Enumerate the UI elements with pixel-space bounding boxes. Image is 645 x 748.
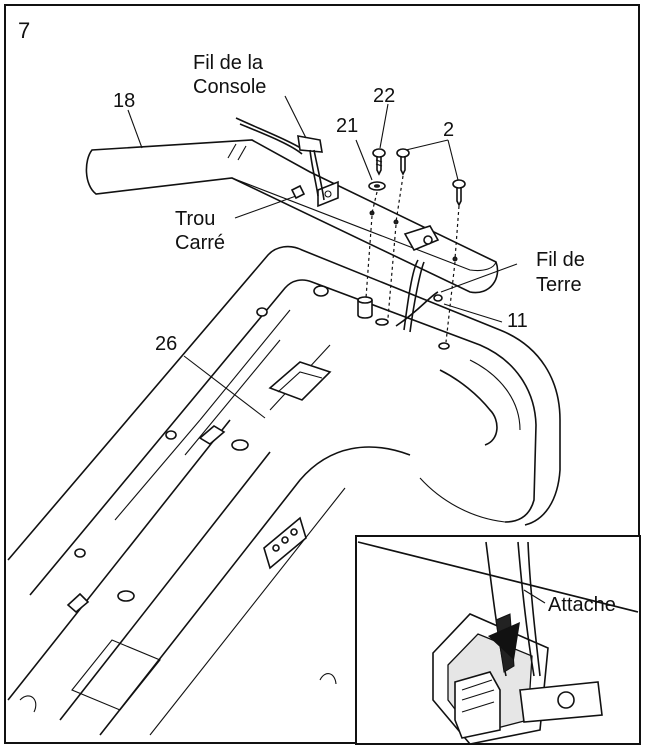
label-ground-wire-2: Terre	[536, 274, 582, 296]
align-line-5	[454, 205, 460, 260]
leader-22	[379, 103, 389, 149]
label-console-wire-1: Fil de la	[193, 52, 264, 74]
frame-base-26	[7, 245, 561, 736]
label-ground-wire-1: Fil de	[536, 249, 585, 271]
leader-square-hole	[234, 195, 297, 219]
inset-detail	[355, 535, 641, 745]
leader-21	[355, 139, 373, 181]
label-part-26: 26	[155, 333, 177, 355]
leader-tie	[523, 589, 546, 604]
align-line-6	[445, 261, 456, 343]
label-square-hole-2: Carré	[175, 232, 225, 254]
square-hole	[290, 184, 306, 200]
leader-2b	[447, 139, 459, 181]
washer-21	[368, 181, 386, 191]
leader-11	[443, 303, 503, 323]
align-line-3	[395, 175, 404, 223]
upright-arm-18	[85, 139, 499, 294]
console-wire	[235, 117, 325, 201]
label-part-18: 18	[113, 90, 135, 112]
leader-console-wire	[284, 95, 307, 139]
label-part-21: 21	[336, 115, 358, 137]
screw-22	[372, 148, 386, 176]
leader-2a	[405, 139, 449, 151]
label-square-hole-1: Trou	[175, 208, 215, 230]
label-part-11: 11	[507, 310, 528, 332]
ground-wire	[395, 259, 439, 333]
leader-ground-wire	[440, 263, 518, 293]
leader-18	[127, 109, 143, 149]
label-part-2: 2	[443, 119, 454, 141]
align-line-2	[365, 215, 373, 299]
leader-26	[183, 355, 266, 419]
screw-2b	[452, 179, 466, 207]
screw-2a	[396, 148, 410, 176]
step-number: 7	[18, 18, 30, 43]
label-tie: Attache	[548, 594, 616, 616]
label-part-22: 22	[373, 85, 395, 107]
label-console-wire-2: Console	[193, 76, 266, 98]
